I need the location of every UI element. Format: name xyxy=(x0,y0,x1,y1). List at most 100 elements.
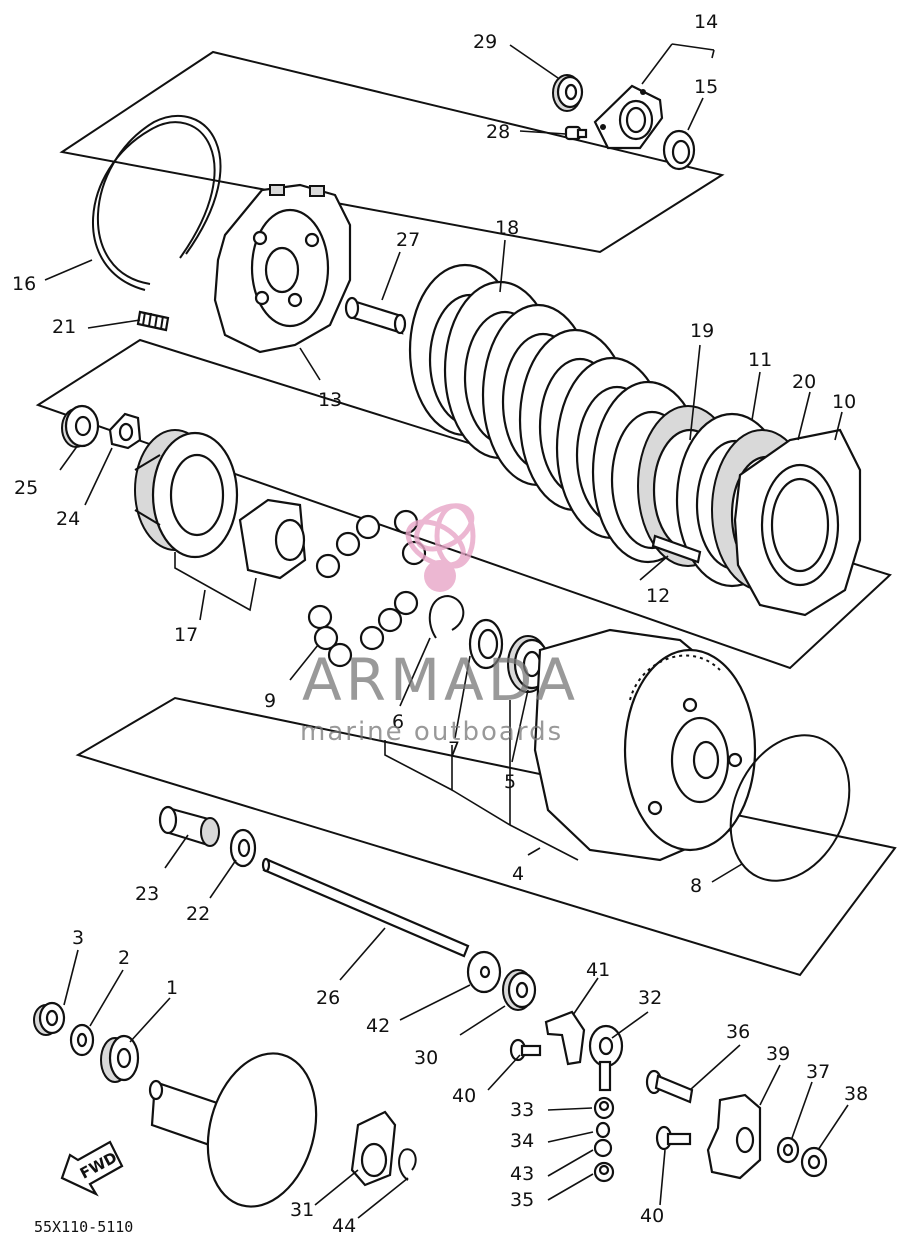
group-box-clutch-hub xyxy=(35,338,892,670)
clutch-plate-stack-part-18 xyxy=(408,263,705,564)
washer-part-42 xyxy=(466,950,502,994)
nut-part-3 xyxy=(33,1001,66,1036)
label-34: 34 xyxy=(510,1130,534,1152)
propeller-blade-2 xyxy=(405,519,466,568)
bearing-part-30 xyxy=(502,969,537,1011)
nut-part-35 xyxy=(593,1161,615,1183)
circlip-part-44 xyxy=(398,1148,417,1181)
label-4: 4 xyxy=(512,863,524,885)
label-27: 27 xyxy=(396,229,420,251)
label-24: 24 xyxy=(56,508,80,530)
label-30: 30 xyxy=(414,1047,438,1069)
label-1: 1 xyxy=(166,977,178,999)
label-8: 8 xyxy=(690,875,702,897)
label-40-left: 40 xyxy=(452,1085,476,1107)
spacer-part-23 xyxy=(158,805,220,847)
label-5: 5 xyxy=(504,771,516,793)
brand-watermark: ARMADA marine outboards xyxy=(300,503,579,747)
propeller-blade-3 xyxy=(414,503,475,552)
label-9: 9 xyxy=(264,690,276,712)
fwd-arrow-icon: FWD xyxy=(60,1140,124,1197)
label-22: 22 xyxy=(186,903,210,925)
label-43: 43 xyxy=(510,1163,534,1185)
watermark-brand: ARMADA xyxy=(302,646,579,714)
label-20: 20 xyxy=(792,371,816,393)
lock-washer-part-24 xyxy=(108,412,142,450)
label-25: 25 xyxy=(14,477,38,499)
center-hub-part-17 xyxy=(238,498,307,580)
nut-part-25 xyxy=(61,404,100,448)
label-18: 18 xyxy=(495,217,519,239)
label-35: 35 xyxy=(510,1189,534,1211)
nut-part-38 xyxy=(800,1146,828,1178)
washer-part-34 xyxy=(595,1121,611,1139)
collar-part-33 xyxy=(593,1096,615,1120)
label-37: 37 xyxy=(806,1061,830,1083)
label-36: 36 xyxy=(726,1021,750,1043)
label-16: 16 xyxy=(12,273,36,295)
part-labels: 29 14 15 28 16 27 18 21 13 19 11 20 10 2… xyxy=(12,11,868,1237)
shaft-part-26 xyxy=(261,857,470,958)
clutch-housing-part-4 xyxy=(533,628,757,862)
label-17: 17 xyxy=(174,624,198,646)
lever-part-41 xyxy=(544,1010,586,1066)
bolt-part-12 xyxy=(651,534,702,564)
collar-part-43 xyxy=(593,1138,613,1158)
label-28: 28 xyxy=(486,121,510,143)
clutch-hub-part-17 xyxy=(134,429,239,559)
label-31: 31 xyxy=(290,1199,314,1221)
figure-code: 55X110-5110 xyxy=(34,1218,133,1236)
washer-part-2 xyxy=(69,1023,95,1057)
watermark-tagline: marine outboards xyxy=(300,717,563,747)
label-32: 32 xyxy=(638,987,662,1009)
plate-part-31 xyxy=(350,1110,397,1187)
label-23: 23 xyxy=(135,883,159,905)
gear-part-1 xyxy=(100,1034,140,1083)
spring-part-21 xyxy=(136,310,170,332)
bearing-housing-part xyxy=(593,84,664,150)
label-6: 6 xyxy=(392,711,404,733)
label-21: 21 xyxy=(52,316,76,338)
label-15: 15 xyxy=(694,76,718,98)
label-14: 14 xyxy=(694,11,718,33)
label-29: 29 xyxy=(473,31,497,53)
bolt-part-40-right xyxy=(655,1125,692,1151)
label-44: 44 xyxy=(332,1215,356,1237)
label-12: 12 xyxy=(646,585,670,607)
leader-lines xyxy=(44,43,849,1219)
screw-part-28 xyxy=(564,125,588,141)
circlip-part-6 xyxy=(428,594,465,639)
label-38: 38 xyxy=(844,1083,868,1105)
bracket-part-39 xyxy=(706,1093,762,1180)
oil-seal-part-29 xyxy=(552,74,584,112)
label-42: 42 xyxy=(366,1015,390,1037)
push-rod-part-27 xyxy=(344,296,407,335)
pressure-plate-part-13 xyxy=(213,183,352,354)
label-41: 41 xyxy=(586,959,610,981)
holder-part-32 xyxy=(588,1024,624,1092)
circlip-part-15 xyxy=(662,129,696,171)
propeller-hub xyxy=(424,560,456,592)
washer-part-7 xyxy=(468,618,504,670)
label-40-right: 40 xyxy=(640,1205,664,1227)
bolt-part-36 xyxy=(645,1069,694,1104)
group-box-clutch-plates xyxy=(59,50,725,254)
label-2: 2 xyxy=(118,947,130,969)
label-19: 19 xyxy=(690,320,714,342)
label-3: 3 xyxy=(72,927,84,949)
o-ring-part-8 xyxy=(729,734,851,882)
label-7: 7 xyxy=(448,738,460,760)
driven-gear-shaft xyxy=(148,1052,318,1208)
propeller-logo-icon xyxy=(405,503,476,592)
label-26: 26 xyxy=(316,987,340,1009)
label-13: 13 xyxy=(318,389,342,411)
bolt-part-40-left xyxy=(509,1038,542,1062)
washer-part-37 xyxy=(776,1136,800,1164)
washer-part-22 xyxy=(229,828,257,868)
clutch-boss-plate-part-10 xyxy=(733,428,862,617)
label-11: 11 xyxy=(748,349,772,371)
wire-ring-part-16 xyxy=(91,115,222,291)
group-box-primary-drive xyxy=(75,696,897,977)
